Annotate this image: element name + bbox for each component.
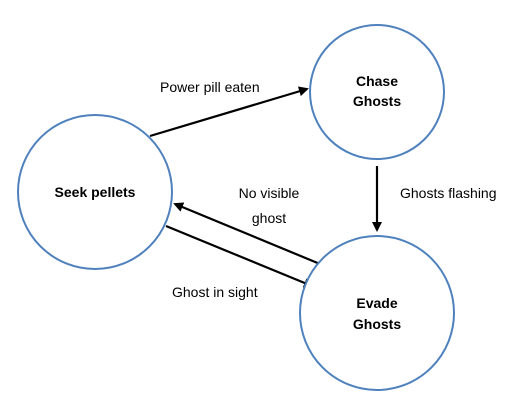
state-seek-pellets: Seek pellets xyxy=(17,114,173,270)
state-chase-ghosts-label-line2: Ghosts xyxy=(353,93,401,109)
arrow-evade-to-seek xyxy=(173,202,321,266)
state-evade-ghosts-circle xyxy=(299,235,455,391)
transition-label-ghosts-flashing: Ghosts flashing xyxy=(400,185,497,201)
transition-label-ghost-in-sight: Ghost in sight xyxy=(172,284,258,300)
arrow-seek-to-evade xyxy=(165,224,314,288)
transition-label-no-visible-ghost-line2: ghost xyxy=(252,210,286,226)
transition-label-no-visible-ghost-line1: No visible xyxy=(239,185,300,201)
state-chase-ghosts: Chase Ghosts xyxy=(309,24,445,160)
state-chase-ghosts-label-line1: Chase xyxy=(356,73,398,89)
state-evade-ghosts-label-line2: Ghosts xyxy=(353,316,401,332)
state-seek-pellets-label: Seek pellets xyxy=(55,184,136,200)
state-evade-ghosts-label-line1: Evade xyxy=(356,295,397,311)
transition-label-power-pill-eaten: Power pill eaten xyxy=(160,79,260,95)
arrow-seek-to-chase xyxy=(149,86,309,138)
state-chase-ghosts-circle xyxy=(309,24,445,160)
state-seek-pellets-circle xyxy=(17,114,173,270)
state-evade-ghosts: Evade Ghosts xyxy=(299,235,455,391)
